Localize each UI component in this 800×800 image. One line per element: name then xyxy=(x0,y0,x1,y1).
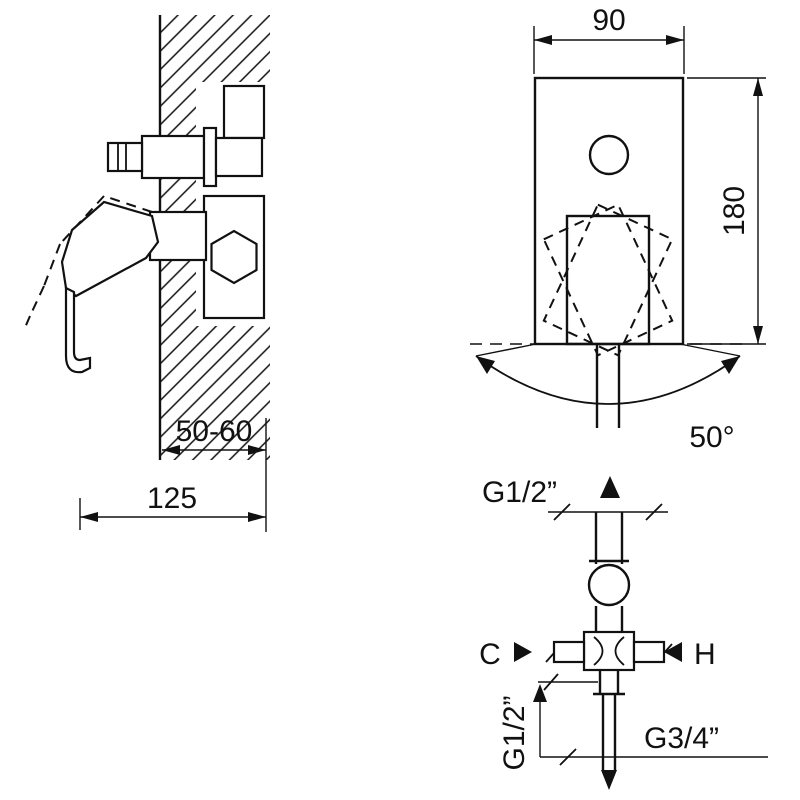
dimension-125: 125 xyxy=(79,482,266,530)
valve-hex-nut xyxy=(210,229,258,285)
dimension-180: 180 xyxy=(687,77,766,345)
wall-plate-front xyxy=(533,76,685,346)
cold-inlet-arm xyxy=(552,640,586,664)
wall-flange xyxy=(202,126,218,188)
inlet-pipe-inner xyxy=(214,136,264,178)
connection-schematic: G1/2” C H G1/2” G3/4” xyxy=(479,476,768,790)
swing-angle-label: 50° xyxy=(689,421,734,454)
dimension-lines xyxy=(533,26,685,74)
swing-arc xyxy=(475,355,741,405)
overall-depth-label: 125 xyxy=(147,482,197,515)
cartridge-circle xyxy=(587,563,631,607)
dimension-lines xyxy=(79,498,266,530)
dimension-90: 90 xyxy=(533,4,685,74)
handle-grip xyxy=(64,286,92,374)
inlet-pipe-through-wall xyxy=(140,134,206,180)
valve-cross-body xyxy=(582,630,636,672)
pipe-bottom xyxy=(593,670,625,770)
inlet-pipe-vertical-fitting xyxy=(222,84,266,140)
leader-lines xyxy=(538,511,768,758)
cold-arrow-icon xyxy=(514,642,532,662)
top-outlet-label: G1/2” xyxy=(482,476,557,509)
pipe-top xyxy=(589,512,629,564)
diverter-button xyxy=(588,134,630,176)
plate-width-label: 90 xyxy=(592,4,625,37)
inlet-pipe-nut xyxy=(106,141,144,173)
hot-arrow-icon xyxy=(664,642,682,662)
hot-inlet-arm xyxy=(632,640,666,664)
cold-label: C xyxy=(479,638,501,671)
handle-stem xyxy=(595,344,621,428)
side-port-label: G1/2” xyxy=(498,695,531,770)
valve-seat-detail xyxy=(593,636,625,666)
top-outlet-arrow-icon xyxy=(600,476,620,498)
side-section-view: 50-60 125 xyxy=(23,15,272,532)
bottom-port-label: G3/4” xyxy=(644,722,719,755)
recess-depth-label: 50-60 xyxy=(176,415,253,448)
front-view: 90 50° 180 xyxy=(470,4,766,454)
dimension-lines xyxy=(687,77,766,345)
dimension-arrows xyxy=(534,35,684,45)
handle-escutcheon-front xyxy=(565,214,651,346)
hot-label: H xyxy=(694,638,716,671)
handle-housing xyxy=(148,210,208,262)
handle-lever xyxy=(60,200,160,298)
handle-rotated-dashed-left xyxy=(542,203,674,357)
pipe-mid xyxy=(594,606,624,632)
side-port-arrow-icon xyxy=(533,684,547,702)
plate-height-label: 180 xyxy=(718,186,751,236)
swing-sector-edges xyxy=(475,343,741,357)
dimension-50-60: 50-60 xyxy=(162,415,267,532)
pipe-nut-detail-lines xyxy=(117,143,127,171)
handle-rotated-dashed-right xyxy=(542,203,674,357)
swing-arc-arrows xyxy=(476,356,740,374)
bottom-port-arrow-icon xyxy=(601,770,617,790)
handle-alt-position-dashed xyxy=(23,195,153,331)
